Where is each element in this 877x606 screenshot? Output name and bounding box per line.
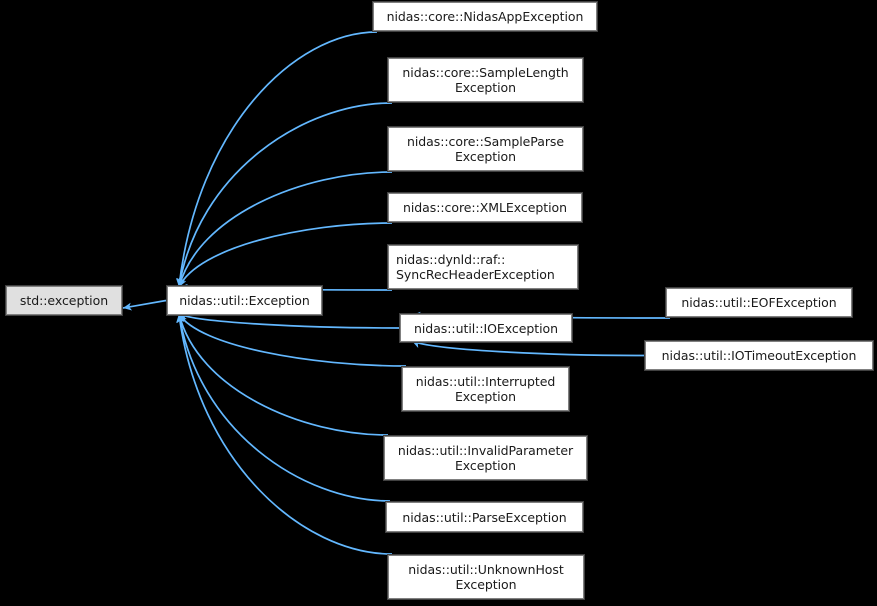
class-node-xml-exception[interactable]: nidas::core::XMLException <box>387 192 583 223</box>
class-node-sample-length[interactable]: nidas::core::SampleLength Exception <box>387 57 584 103</box>
inheritance-edge <box>411 340 645 357</box>
class-node-label: nidas::core::XMLException <box>402 200 567 215</box>
class-node-label: nidas::util::EOFException <box>681 295 837 310</box>
class-node-std-exception[interactable]: std::exception <box>5 285 123 316</box>
inheritance-edge <box>175 31 378 288</box>
inheritance-edge <box>176 313 393 555</box>
class-node-label: nidas::util::IOTimeoutException <box>661 348 857 363</box>
class-node-interrupted[interactable]: nidas::util::Interrupted Exception <box>401 366 570 412</box>
inheritance-edge <box>176 102 393 288</box>
class-node-label: nidas::core::NidasAppException <box>386 9 584 24</box>
class-node-label: nidas::util::IOException <box>414 320 558 336</box>
class-node-label: nidas::util::UnknownHost Exception <box>408 562 564 592</box>
class-node-parse-exception[interactable]: nidas::util::ParseException <box>385 501 584 533</box>
inheritance-edge <box>177 313 389 436</box>
class-node-io-timeout[interactable]: nidas::util::IOTimeoutException <box>644 340 874 371</box>
class-node-label: nidas::util::Interrupted Exception <box>415 374 556 404</box>
class-node-label: std::exception <box>19 293 109 308</box>
class-node-nidas-app-exception[interactable]: nidas::core::NidasAppException <box>372 1 598 32</box>
class-node-label: nidas::dynld::raf:: SyncRecHeaderExcepti… <box>396 252 555 282</box>
inheritance-edge <box>176 313 391 502</box>
inheritance-edge <box>177 171 393 288</box>
class-node-io-exception[interactable]: nidas::util::IOException <box>399 313 573 343</box>
class-node-unknown-host[interactable]: nidas::util::UnknownHost Exception <box>387 554 585 600</box>
class-node-nidas-util-exception[interactable]: nidas::util::Exception <box>166 285 323 316</box>
class-node-label: nidas::util::Exception <box>179 293 310 308</box>
class-node-label: nidas::util::ParseException <box>402 509 567 525</box>
class-node-sample-parse[interactable]: nidas::core::SampleParse Exception <box>387 126 584 172</box>
class-node-eof-exception[interactable]: nidas::util::EOFException <box>665 287 853 318</box>
class-node-label: nidas::util::InvalidParameter Exception <box>397 443 574 473</box>
inheritance-edge <box>178 313 400 329</box>
inheritance-edge <box>122 299 167 311</box>
class-node-label: nidas::core::SampleLength Exception <box>402 65 569 95</box>
class-node-invalid-parameter[interactable]: nidas::util::InvalidParameter Exception <box>383 435 588 481</box>
inheritance-edge <box>178 313 407 367</box>
class-node-syncrec-header[interactable]: nidas::dynld::raf:: SyncRecHeaderExcepti… <box>387 244 579 290</box>
class-node-label: nidas::core::SampleParse Exception <box>406 134 565 164</box>
inheritance-edge <box>178 222 393 288</box>
